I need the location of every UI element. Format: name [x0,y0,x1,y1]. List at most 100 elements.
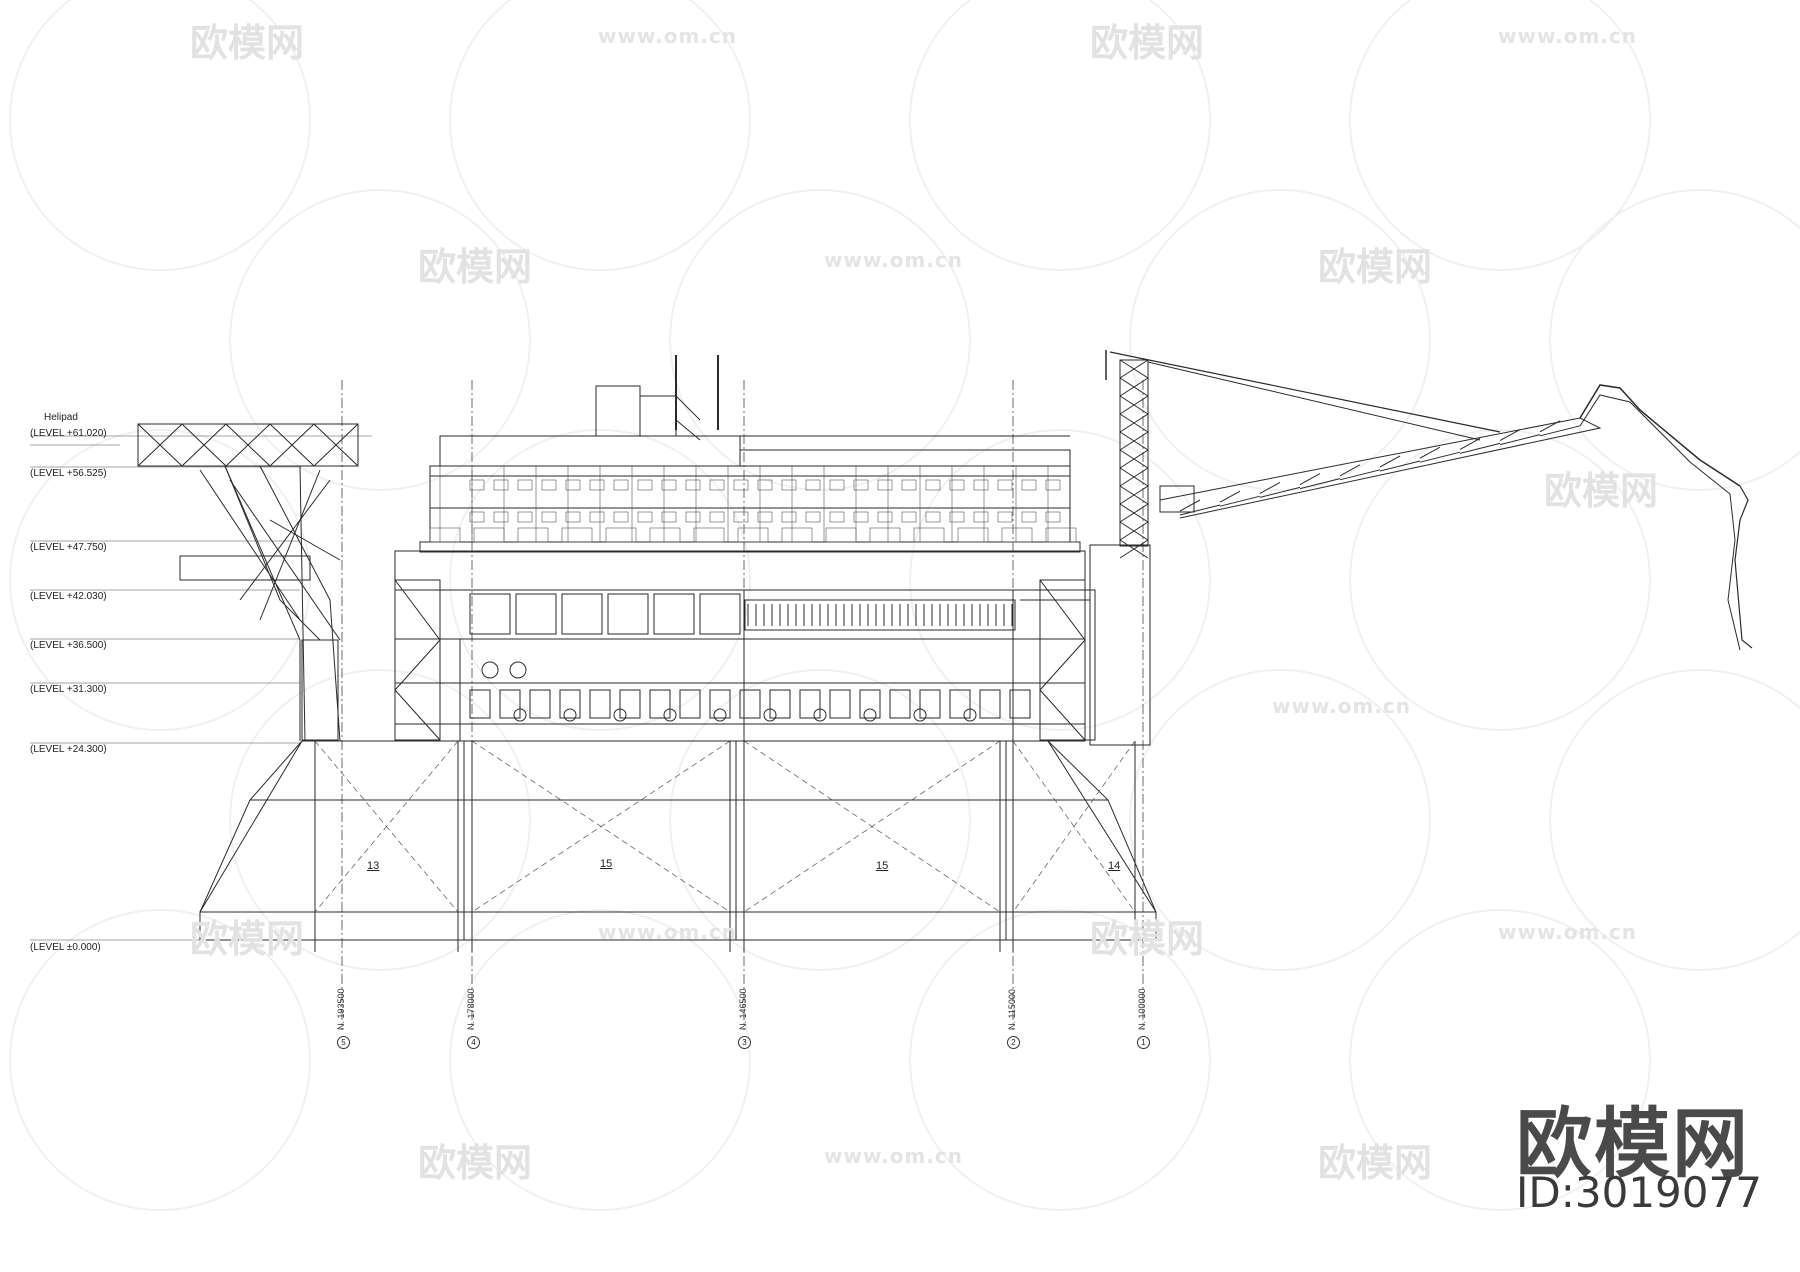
cabin-furniture [1045,479,1061,491]
watermark-url: www.om.cn [1272,694,1412,718]
module-box [699,593,741,635]
grid-line-label: N. 146500 [738,988,748,1030]
watermark-logo: 欧模网 [1318,1141,1433,1185]
top-cabin [639,395,677,437]
accommodation-block [429,465,1071,543]
accommodation-top [439,435,741,467]
module-box [653,593,695,635]
mast-brace [1119,449,1149,469]
deck-cradle [693,527,725,543]
side-frame [394,579,441,741]
grid-bubble: 2 [1007,1036,1020,1049]
cabin-furniture [685,479,701,491]
cabin-furniture [781,511,797,523]
boom-lattice [1459,437,1481,450]
deck-cradle [1045,527,1077,543]
mast-brace [1119,377,1149,397]
watermark-ring [229,669,531,971]
boom-lattice [1179,499,1201,512]
watermark-ring [909,909,1211,1211]
hanging-hose [1734,485,1753,649]
boom-lattice [1219,490,1241,503]
cabin-furniture [757,511,773,523]
deck-cradle [913,527,945,543]
mast-brace [1119,467,1149,487]
helipad-truss [225,423,271,467]
helipad-truss [181,423,227,467]
watermark-logo: 欧模网 [1090,917,1205,961]
pontoon-diagonal [743,740,1001,913]
level-label-61: (LEVEL +61.020) [30,428,107,439]
level-label-0: (LEVEL ±0.000) [30,942,101,953]
deck-cradle [605,527,637,543]
cabin-furniture [973,511,989,523]
grid-bubble: 4 [467,1036,480,1049]
grid-bubble: 1 [1137,1036,1150,1049]
deck-cradle [737,527,769,543]
mast-brace [1119,359,1149,379]
deck-cradle [429,527,461,543]
boom-lattice [1539,425,1581,437]
mast-brace [1119,503,1149,523]
machinery-wheel [613,708,627,722]
mast-brace [1119,539,1149,559]
helipad-brace [199,469,301,621]
watermark-ring [1549,669,1800,971]
level-label-36: (LEVEL +36.500) [30,640,107,651]
boom-lattice [1499,434,1541,446]
cabin-furniture [565,511,581,523]
watermark-ring [9,0,311,271]
watermark-logo: 欧模网 [418,245,533,289]
crane-cab [1159,485,1195,513]
boom-lattice [1259,486,1301,498]
machinery-box [559,689,581,719]
level-label-56: (LEVEL +56.525) [30,468,107,479]
pontoon-outline [199,740,1157,941]
helipad-brace [269,519,341,561]
boom-lattice [1219,495,1261,507]
boom-lattice [1339,469,1381,481]
cabin-furniture [469,511,485,523]
cabin-furniture [733,479,749,491]
boom-lattice [1299,473,1321,486]
helipad-brace [229,479,341,641]
watermark-url: www.om.cn [1498,24,1638,48]
tank-icon [481,661,499,679]
machinery-wheel [913,708,927,722]
watermark-ring [1129,189,1431,491]
cabin-furniture [733,511,749,523]
cabin-furniture [925,479,941,491]
machinery-wheel [813,708,827,722]
tank-icon [509,661,527,679]
watermark-logo: 欧模网 [1090,21,1205,65]
machinery-box [829,689,851,719]
cabin-furniture [637,479,653,491]
cabin-furniture [853,511,869,523]
grid-bubble: 5 [337,1036,350,1049]
mast-brace [1119,485,1149,505]
machinery-box [529,689,551,719]
bay-number: 15 [876,860,889,872]
watermark-ring [1349,429,1651,731]
deck-cradle [957,527,989,543]
machinery-wheel [763,708,777,722]
cabin-furniture [829,511,845,523]
mast-brace [1119,413,1149,433]
crane-pedestal [1089,544,1151,746]
jib-arm [1579,384,1741,487]
cabin-furniture [757,479,773,491]
deck-cradle [825,527,857,543]
helipad-support [155,465,301,741]
cabin-furniture [517,511,533,523]
cabin-furniture [493,479,509,491]
level-label-31: (LEVEL +31.300) [30,684,107,695]
hanging-hose [1727,493,1741,651]
pontoon-edge [199,740,303,913]
machinery-box [739,689,761,719]
cabin-furniture [661,511,677,523]
boom-lattice [1499,429,1521,442]
watermark-ring [229,189,531,491]
machinery-box [679,689,701,719]
